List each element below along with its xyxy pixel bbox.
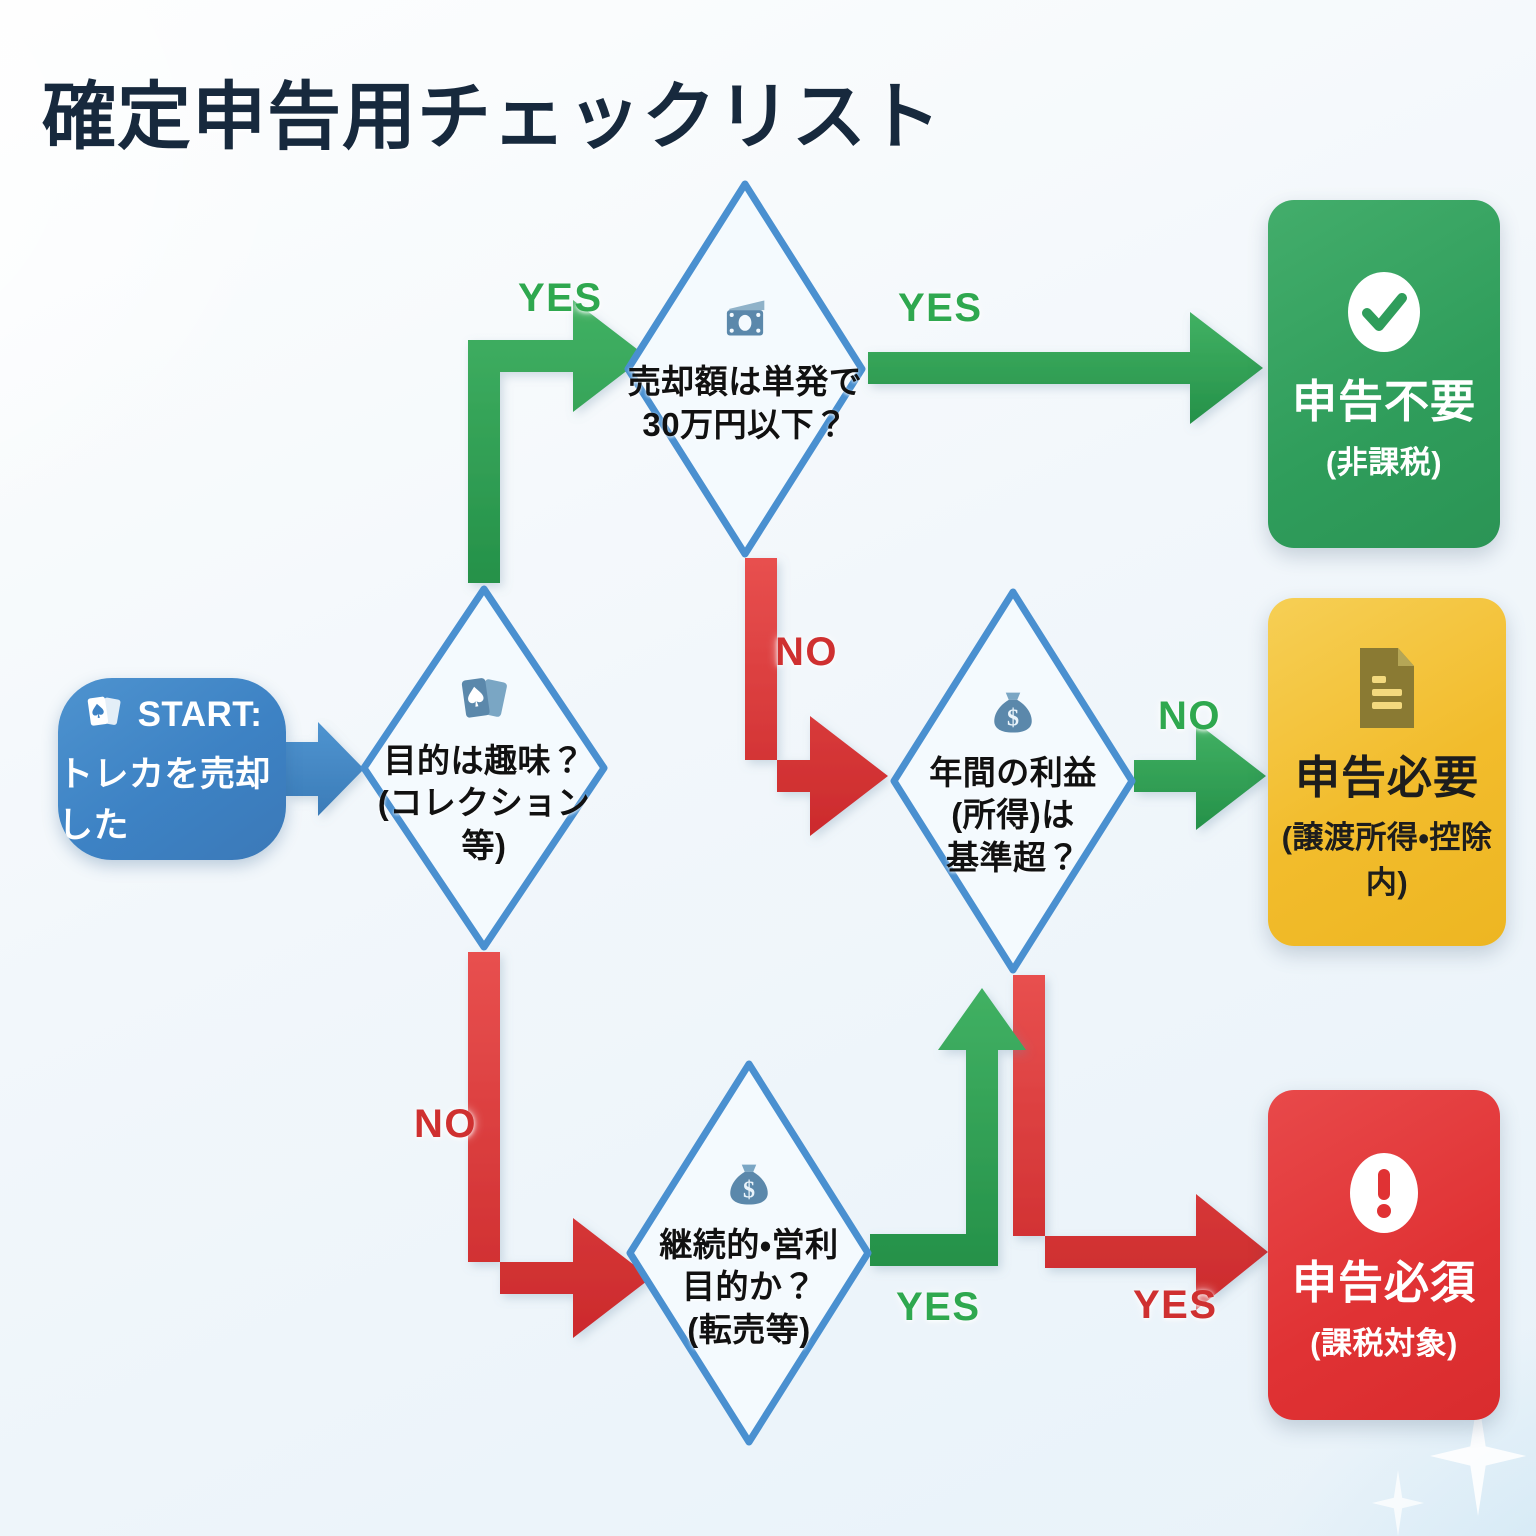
edge-label-q4-yes: YES (896, 1285, 981, 1329)
start-node-sublabel: トレカを売却した (58, 755, 272, 845)
result-node-filing-required[interactable]: 申告必要 (譲渡所得・控除内) (1268, 598, 1506, 946)
diamond-shape (360, 585, 608, 951)
result-yellow-subtitle: (譲渡所得・控除内) (1281, 820, 1493, 901)
edge-q2-no-to-q3 (745, 558, 888, 836)
decision-node-purpose-hobby[interactable]: 目的は趣味？ (コレクション等) (358, 583, 610, 953)
result-green-title: 申告不要 (1291, 376, 1476, 428)
document-icon (1350, 642, 1424, 739)
diamond-shape (624, 180, 866, 558)
result-node-filing-mandatory[interactable]: 申告必須 (課税対象) (1268, 1090, 1500, 1420)
edge-label-q1-yes: YES (518, 276, 603, 320)
start-node[interactable]: START: トレカを売却した (58, 678, 286, 860)
decision-node-annual-profit-threshold[interactable]: $ 年間の利益 (所得)は 基準超？ (888, 586, 1138, 976)
edge-label-q1-no: NO (414, 1102, 477, 1146)
edge-label-q2-no: NO (775, 630, 838, 674)
result-yellow-title: 申告必要 (1294, 751, 1479, 803)
edge-label-q3-no: NO (1158, 694, 1221, 738)
decision-node-single-sale-under-300k[interactable]: 売却額は単発で 30万円以下？ (622, 178, 868, 560)
edge-q1-no-to-q4 (468, 952, 651, 1338)
result-red-title: 申告必須 (1291, 1257, 1476, 1309)
diamond-shape (626, 1060, 872, 1446)
exclamation-circle-icon (1343, 1147, 1425, 1244)
edge-q1-yes-to-q2 (468, 300, 646, 583)
start-node-label: START: (137, 694, 263, 734)
page-title: 確定申告用チェックリスト (42, 75, 942, 158)
edge-start-to-q1 (286, 722, 364, 816)
edge-q3-yes-to-result-red (1013, 975, 1268, 1310)
edge-q2-yes-to-result-green (868, 312, 1263, 424)
decision-node-continuous-profit-purpose[interactable]: $ 継続的・営利 目的か？ (転売等) (624, 1058, 874, 1448)
edge-label-q2-yes: YES (898, 286, 983, 330)
result-node-no-filing-required[interactable]: 申告不要 (非課税) (1268, 200, 1500, 548)
edge-q4-yes-to-q3 (870, 988, 1026, 1266)
result-green-subtitle: (非課税) (1325, 444, 1443, 480)
check-circle-icon (1341, 266, 1427, 363)
result-red-subtitle: (課税対象) (1310, 1325, 1458, 1361)
playing-cards-icon (82, 690, 126, 739)
edge-label-q3-yes: YES (1133, 1283, 1218, 1327)
edge-q3-no-to-result-yellow (1134, 722, 1266, 830)
diamond-shape (890, 588, 1136, 974)
